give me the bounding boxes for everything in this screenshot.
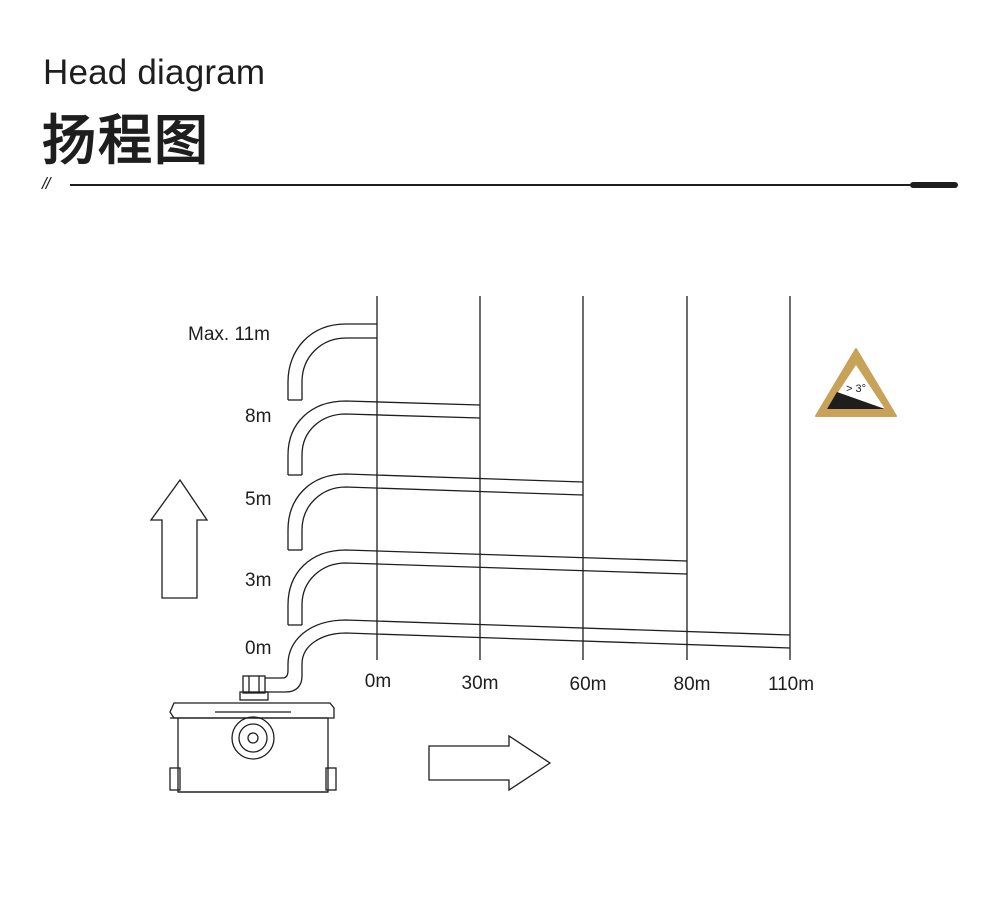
head-label-11m: Max. 11m	[188, 324, 270, 345]
distance-direction-arrow	[428, 734, 552, 792]
title-chinese: 扬程图	[42, 109, 210, 172]
divider-mark: //	[42, 174, 51, 193]
distance-label-30m: 30m	[462, 673, 499, 694]
distance-label-0m: 0m	[365, 671, 391, 692]
pipe-0m	[265, 619, 791, 679]
pipe-11m	[287, 323, 377, 400]
pipe-8m	[287, 400, 481, 475]
divider-accent	[910, 182, 958, 188]
head-label-5m: 5m	[245, 489, 271, 510]
distance-label-110m: 110m	[768, 674, 814, 695]
pump-outlet	[242, 675, 266, 694]
distance-label-60m: 60m	[570, 674, 607, 695]
pump-unit	[169, 702, 337, 793]
head-label-0m: 0m	[245, 638, 271, 659]
pipe-3m	[287, 549, 688, 625]
divider-line	[70, 184, 912, 186]
pipe-5m	[287, 473, 584, 550]
title-english: Head diagram	[43, 53, 266, 92]
slope-warning-icon: > 3°	[815, 348, 897, 417]
distance-label-80m: 80m	[674, 674, 711, 695]
head-label-8m: 8m	[245, 406, 271, 427]
head-direction-arrow	[149, 478, 209, 599]
slope-label: > 3°	[846, 383, 866, 395]
head-label-3m: 3m	[245, 570, 271, 591]
